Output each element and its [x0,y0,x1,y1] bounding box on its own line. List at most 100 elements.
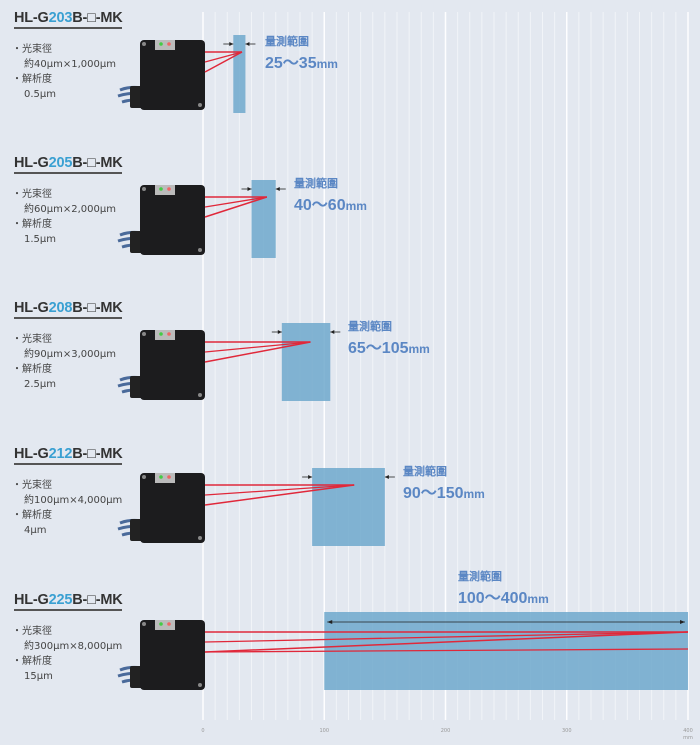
beam-size-label: ・光束徑 [12,334,52,345]
model-prefix: HL-G [14,155,49,171]
laser-beam-reflected [204,484,355,496]
model-number: 225 [48,592,73,608]
model-suffix: B-□-MK [72,592,123,608]
beam-size-value: 約60μm×2,000μm [24,204,116,215]
screw-icon [198,248,202,252]
resolution-label: ・解析度 [12,219,52,230]
model-number: 208 [48,300,73,316]
indicator-led-green [159,187,163,191]
indicator-led-green [159,42,163,46]
beam-size-label: ・光束徑 [12,44,52,55]
sensor-body [140,185,205,255]
screw-icon [142,332,146,336]
model-suffix: B-□-MK [72,10,123,26]
range-caption: 量測範圍 [458,571,502,583]
sensor-indicator-panel [155,185,175,195]
screw-icon [198,683,202,687]
model-title: HL-G203B-□-MK [14,10,123,29]
beam-size-label: ・光束徑 [12,626,52,637]
screw-icon [142,475,146,479]
beam-size-label: ・光束徑 [12,480,52,491]
range-value: 100〜400 [458,590,528,607]
model-prefix: HL-G [14,10,49,26]
resolution-value: 0.5μm [24,89,57,100]
range-caption: 量測範圍 [265,36,309,48]
laser-beam-reflected [204,341,311,363]
measurement-range-band [281,323,331,401]
sensor-head [117,40,205,110]
screw-icon [142,187,146,191]
laser-beam-reflected [204,196,267,208]
sensor-body [140,620,205,690]
resolution-value: 15μm [24,671,53,682]
range-unit: mm [345,199,367,213]
sensor-indicator-panel [155,620,175,630]
laser-beam-reflected [204,196,268,218]
model-prefix: HL-G [14,592,49,608]
range-caption: 量測範圍 [294,178,338,190]
axis-unit: mm [683,735,693,741]
range-caption: 量測範圍 [403,466,447,478]
range-unit: mm [463,487,485,501]
range-value: 90〜150 [403,485,464,502]
model-title: HL-G208B-□-MK [14,300,123,319]
range-label: 量測範圍 65〜105mm [348,318,430,358]
axis-tick-label: 0 [201,728,205,734]
resolution-label: ・解析度 [12,74,52,85]
resolution-value: 4μm [24,525,47,536]
resolution-label: ・解析度 [12,510,52,521]
sensor-head [117,330,205,400]
range-unit: mm [316,57,338,71]
model-number: 212 [48,446,73,462]
axis-tick-label: 300 [561,728,572,734]
indicator-led-red [167,42,171,46]
beam-size-value: 約300μm×8,000μm [24,641,123,652]
laser-beam-reflected [204,51,243,73]
model-suffix: B-□-MK [72,155,123,171]
resolution-label: ・解析度 [12,364,52,375]
range-label: 量測範圍 90〜150mm [403,463,485,503]
indicator-led-red [167,475,171,479]
laser-beam-reflected [204,341,311,353]
model-title: HL-G205B-□-MK [14,155,123,174]
screw-icon [142,42,146,46]
model-prefix: HL-G [14,446,49,462]
measurement-range-band [312,468,385,546]
range-value: 65〜105 [348,340,409,357]
measurement-range-band [233,35,246,113]
beam-size-value: 約100μm×4,000μm [24,495,123,506]
model-title: HL-G212B-□-MK [14,446,123,465]
measurement-range-band [251,180,276,258]
sensor-head [117,620,205,690]
laser-beam-reflected [204,51,243,63]
range-caption: 量測範圍 [348,321,392,333]
sensor-indicator-panel [155,40,175,50]
indicator-led-green [159,475,163,479]
beam-size-value: 約90μm×3,000μm [24,349,116,360]
screw-icon [198,393,202,397]
sensor-body [140,473,205,543]
resolution-value: 2.5μm [24,379,57,390]
axis-tick-label: 400 [683,728,693,734]
model-prefix: HL-G [14,300,49,316]
screw-icon [142,622,146,626]
resolution-label: ・解析度 [12,656,52,667]
sensor-indicator-panel [155,473,175,483]
laser-beam-reflected [204,631,689,643]
indicator-led-green [159,332,163,336]
sensor-head [117,185,205,255]
indicator-led-green [159,622,163,626]
indicator-led-red [167,332,171,336]
range-unit: mm [408,342,430,356]
sensor-head [117,473,205,543]
laser-beam-reflected [204,484,355,506]
beam-size-label: ・光束徑 [12,189,52,200]
model-number: 205 [48,155,73,171]
axis-tick-label: 100 [319,728,330,734]
sensor-body [140,40,205,110]
screw-icon [198,536,202,540]
